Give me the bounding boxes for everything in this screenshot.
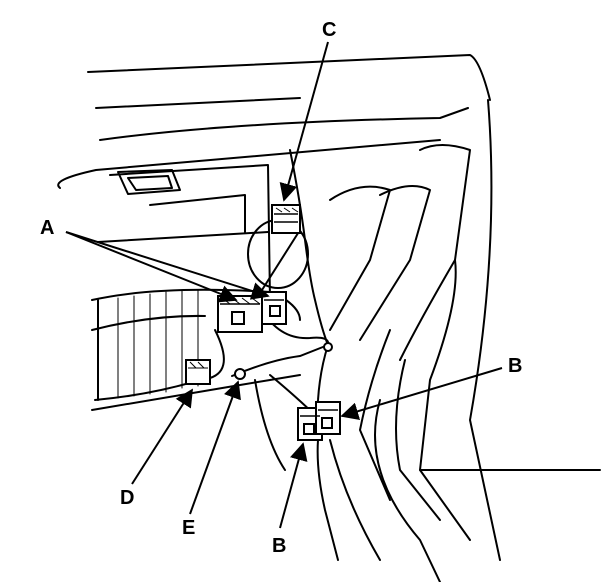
- connector-b: [297, 401, 341, 441]
- vehicle-body-outline: [57, 54, 601, 582]
- leader-a-2: [65, 231, 270, 300]
- wire-harness: [94, 149, 381, 561]
- callout-e: E: [182, 517, 195, 539]
- leader-c: [279, 41, 329, 202]
- connector-c: [271, 204, 301, 234]
- callout-d: D: [120, 487, 134, 509]
- leader-e: [189, 380, 241, 515]
- leader-a-1: [65, 231, 238, 303]
- leader-b-top: [340, 367, 503, 420]
- leader-d: [131, 388, 193, 485]
- leader-b-bottom: [279, 442, 308, 529]
- clip-e: [234, 342, 333, 380]
- leader-lines: [65, 41, 503, 529]
- callout-a: A: [40, 217, 54, 239]
- callout-b-bottom: B: [272, 535, 286, 557]
- callout-c: C: [322, 19, 336, 41]
- callout-b-top: B: [508, 355, 522, 377]
- connector-d: [185, 359, 211, 385]
